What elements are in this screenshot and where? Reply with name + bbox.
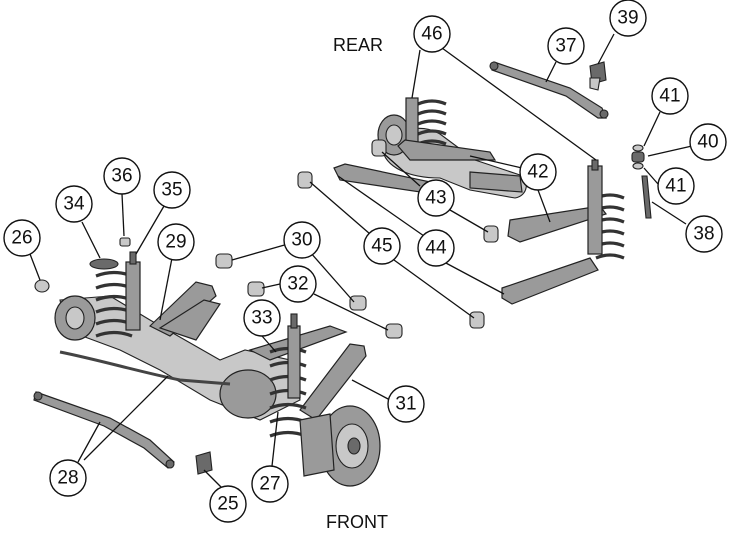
svg-text:31: 31 [395,394,416,415]
spring-isolator [89,258,119,270]
bushing-32b [385,323,403,339]
svg-text:41: 41 [659,86,680,107]
svg-text:33: 33 [251,308,272,329]
callout-32: 32 [279,265,317,303]
callout-40: 40 [689,123,727,161]
front-shock-left [125,261,141,331]
rear-coil-spring-left [417,99,447,156]
svg-text:25: 25 [217,494,238,515]
rear-label: REAR [333,35,383,55]
callout-42: 42 [519,153,557,191]
bushing-40 [631,151,645,163]
callout-31: 31 [387,385,425,423]
callout-38: 38 [685,215,723,253]
svg-text:29: 29 [165,232,186,253]
svg-text:35: 35 [161,180,182,201]
callout-36: 36 [103,157,141,195]
svg-text:38: 38 [693,224,714,245]
callout-39: 39 [609,0,647,37]
svg-text:45: 45 [371,236,392,257]
front-suspension-assembly [33,237,403,487]
rear-shock-right [587,165,603,255]
bushing-30a [215,253,233,269]
jounce-bumper [119,237,131,247]
stud-38 [641,175,652,219]
rear-coil-spring-right [595,193,625,260]
rear-track-bar [491,61,607,119]
front-shock-right [287,325,301,399]
svg-text:44: 44 [425,238,447,259]
svg-text:37: 37 [555,36,576,57]
rear-suspension-assembly [297,61,652,329]
svg-text:39: 39 [617,8,638,29]
leader-lines [29,33,693,489]
svg-text:28: 28 [57,468,78,489]
callout-30: 30 [283,221,321,259]
svg-text:34: 34 [63,194,85,215]
callout-34: 34 [55,185,93,223]
callout-27: 27 [251,465,289,503]
svg-text:32: 32 [287,274,308,295]
callout-28: 28 [49,459,87,497]
svg-text:26: 26 [11,228,32,249]
svg-text:40: 40 [697,132,718,153]
bushing-30b [349,295,367,311]
rear-lower-arm-right [501,257,599,305]
callout-29: 29 [157,223,195,261]
bushing-26 [34,279,50,293]
svg-text:42: 42 [527,162,548,183]
callout-37: 37 [547,27,585,65]
callout-41-top: 41 [651,77,689,115]
callout-33: 33 [243,299,281,337]
svg-text:43: 43 [425,188,446,209]
callout-45: 45 [363,227,401,265]
callout-35: 35 [153,171,191,209]
svg-text:30: 30 [291,230,312,251]
callout-43: 43 [417,179,455,217]
track-bar-bracket-front [195,451,213,475]
callouts: 46 37 39 41 40 41 38 42 43 44 45 30 32 3… [3,0,727,523]
bushing-45b [469,311,485,329]
callout-41-bottom: 41 [657,167,695,205]
washer-41-bottom [632,162,644,170]
callout-26: 26 [3,219,41,257]
svg-text:27: 27 [259,474,280,495]
front-upper-arm-left [148,281,217,337]
rear-upper-arm [397,139,497,161]
bushing-45a [297,171,313,189]
callout-25: 25 [209,485,247,523]
callout-46: 46 [413,15,451,53]
callout-44: 44 [417,229,455,267]
front-track-bar [33,391,175,469]
svg-text:41: 41 [665,176,686,197]
bushing-32a [247,281,265,297]
svg-text:46: 46 [421,24,442,45]
front-label: FRONT [326,512,388,532]
front-coil-spring-left [95,270,133,338]
washer-41-top [632,144,644,152]
svg-text:36: 36 [111,166,132,187]
rear-upper-arm-right [507,205,607,243]
bushing-43b [483,225,499,243]
